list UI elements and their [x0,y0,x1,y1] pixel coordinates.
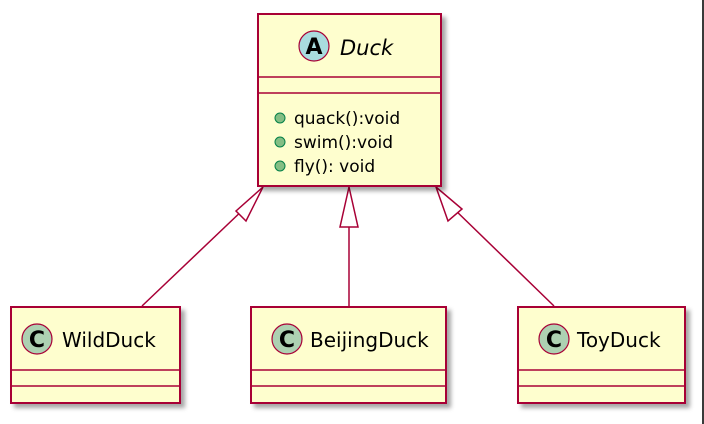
public-method-dot-icon [274,136,286,148]
class-box [10,306,181,404]
inheritance-edges [141,205,555,307]
svg-text:C: C [29,328,45,353]
hollow-triangle-arrowhead-icon [434,184,464,223]
class-name: BeijingDuck [310,328,429,352]
abstract-class-duck[interactable]: A Duck quack():void swim():void fly(): v… [257,13,442,187]
class-box [257,13,442,187]
class-beijingduck[interactable]: C BeijingDuck [250,306,447,404]
class-name: Duck [340,36,394,60]
method-text: fly(): void [294,157,375,177]
method-text: swim():void [294,133,393,153]
public-method-dot-icon [274,112,286,124]
edge-toyduck-to-duck [451,206,555,307]
abstract-class-badge-icon: A [298,30,330,62]
class-toyduck[interactable]: C ToyDuck [517,306,686,404]
class-badge-icon: C [538,323,570,355]
class-badge-icon: C [271,323,303,355]
window-edge [702,0,704,424]
svg-text:C: C [279,328,295,353]
inheritance-arrowheads [234,184,464,228]
method-row: swim():void [274,133,393,153]
method-text: quack():void [294,109,400,129]
method-row: fly(): void [274,157,375,177]
class-box [517,306,686,404]
class-wildduck[interactable]: C WildDuck [10,306,181,404]
class-box [250,306,447,404]
class-badge-icon: C [21,323,53,355]
svg-text:C: C [546,328,562,353]
hollow-triangle-arrowhead-icon [339,186,359,228]
hollow-triangle-arrowhead-icon [234,186,264,223]
svg-text:A: A [305,35,322,60]
class-name: ToyDuck [576,328,661,352]
method-row: quack():void [274,109,400,129]
class-name: WildDuck [62,328,156,352]
edge-wildduck-to-duck [141,205,248,307]
public-method-dot-icon [274,160,286,172]
